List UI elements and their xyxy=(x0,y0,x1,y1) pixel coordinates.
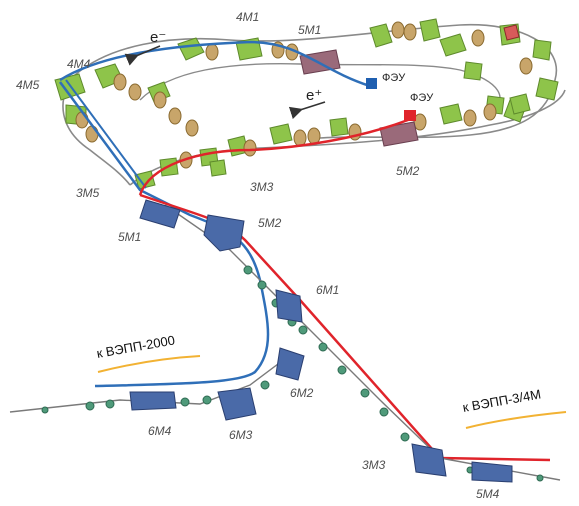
label-5m2-channel: 5M2 xyxy=(258,216,281,230)
dipole-6m3 xyxy=(218,388,256,420)
positron-line-down xyxy=(140,195,550,460)
dipole-6m1 xyxy=(276,290,302,322)
ring-outer-pipe xyxy=(75,25,556,138)
positron-fez-marker xyxy=(404,110,416,121)
label-3m3-channel: 3M3 xyxy=(362,458,385,472)
dipole-5m4 xyxy=(472,462,512,482)
label-5m2-ring: 5M2 xyxy=(396,164,419,178)
dipole-6m2 xyxy=(276,348,304,380)
dipole-3m3 xyxy=(412,444,446,476)
electron-symbol: e⁻ xyxy=(150,28,166,46)
label-3m5: 3M5 xyxy=(76,186,99,200)
label-5m1-channel: 5M1 xyxy=(118,230,141,244)
label-3m3-ring: 3M3 xyxy=(250,180,273,194)
label-6m2: 6M2 xyxy=(290,386,313,400)
electron-fez-marker xyxy=(366,78,377,89)
ring-magnets xyxy=(55,19,558,189)
label-5m1-ring: 5M1 xyxy=(298,23,321,37)
dipole-5m2 xyxy=(204,215,244,251)
vepp34-underline xyxy=(466,412,566,428)
positron-fez-label: ФЭУ xyxy=(410,92,433,104)
transport-lines xyxy=(10,205,560,480)
positron-symbol: e⁺ xyxy=(306,86,322,104)
label-4m1: 4M1 xyxy=(236,10,259,24)
label-6m3: 6M3 xyxy=(229,428,252,442)
vepp2000-underline xyxy=(98,356,200,372)
label-5m4: 5M4 xyxy=(476,487,499,501)
label-4m4: 4M4 xyxy=(67,57,90,71)
dipole-6m4 xyxy=(130,392,176,410)
label-4m5: 4M5 xyxy=(16,78,39,92)
electron-fez-label: ФЭУ xyxy=(382,72,405,84)
label-6m1: 6M1 xyxy=(316,283,339,297)
dipole-5m1 xyxy=(140,200,180,228)
kicker-magnet xyxy=(504,25,519,40)
label-6m4: 6M4 xyxy=(148,424,171,438)
